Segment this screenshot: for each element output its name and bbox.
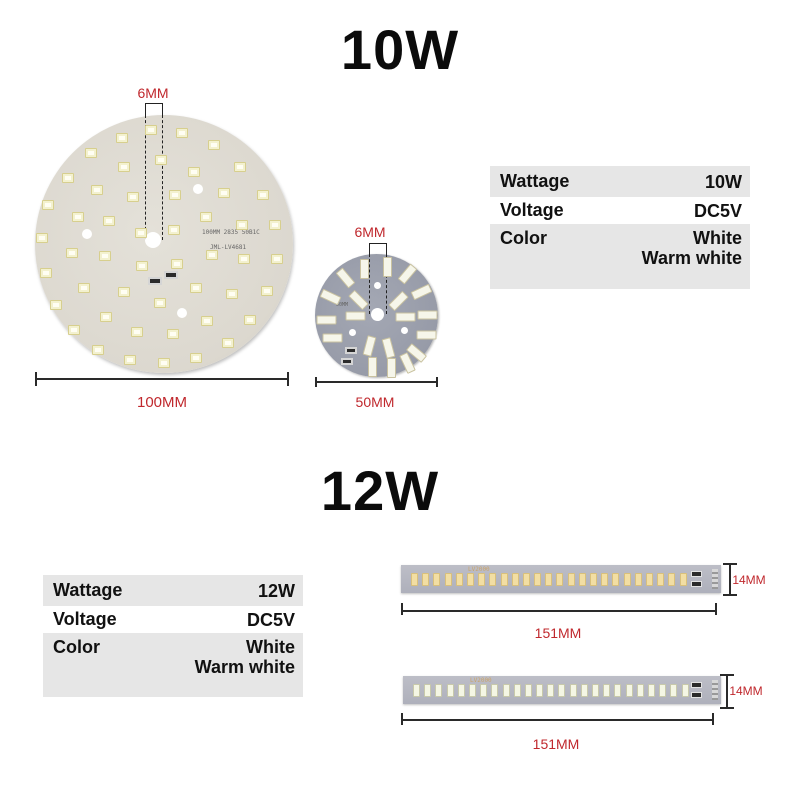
width-dimension-label: 14MM [729,684,763,698]
spec-label: Voltage [53,609,117,629]
title-10w: 10W [340,18,460,81]
dimension-tick [287,372,289,386]
diameter-dimension-label: 100MM [136,394,188,411]
spec-label: Wattage [53,580,123,600]
strip-board [403,676,721,704]
dimension-tick [729,563,731,595]
mount-hole [349,329,356,336]
spec-row-color: Color White Warm white [43,633,303,697]
spec-value: DC5V [246,609,295,630]
length-dimension-label: 151MM [532,736,580,752]
spec-label: Color [500,228,547,248]
length-dimension-label: 151MM [534,625,582,641]
dimension-tick [436,377,438,387]
title-12w: 12W [320,459,440,522]
length-dimension-line [401,719,713,721]
board-print-line: JML-LV4681 [210,244,247,251]
spec-value-line: Warm white [194,657,295,677]
width-dimension-cap [720,674,734,676]
board-print-line: 100MM 2835 50B1C [202,229,260,236]
dimension-tick [726,674,728,708]
center-hole [371,308,384,321]
dimension-tick [715,603,717,615]
hole-dimension-guides [145,115,163,240]
length-dimension-line [401,610,716,612]
width-dimension-cap [723,563,737,565]
width-dimension-label: 14MM [732,573,766,587]
spec-row-voltage: Voltage DC5V [490,197,750,224]
spec-row-color: Color White Warm white [490,224,750,289]
mount-hole [374,282,381,289]
mount-hole [82,229,92,239]
hole-dimension-bracket [369,243,387,254]
resistor [341,358,353,365]
spec-value: White Warm white [642,228,742,268]
spec-value: DC5V [693,200,742,221]
hole-dimension-label: 6MM [354,224,386,240]
spec-value: 12W [257,580,295,601]
spec-label: Color [53,637,100,657]
dimension-tick [401,603,403,615]
spec-value: 10W [704,171,742,192]
spec-value: White Warm white [195,637,295,677]
hole-dimension-bracket [145,103,163,115]
spec-row-wattage: Wattage 10W [490,166,750,197]
strip-print: LV2000 [468,566,490,573]
spec-table-10w: Wattage 10W Voltage DC5V Color White War… [490,166,750,289]
spec-row-voltage: Voltage DC5V [43,606,303,633]
dimension-tick [712,713,714,725]
diameter-dimension-line [36,378,288,380]
width-dimension-cap [720,707,734,709]
resistor [164,271,178,279]
strip-board [401,565,721,593]
spec-value-line: White [693,228,742,248]
spec-label: Wattage [500,171,570,191]
spec-value-line: Warm white [641,248,742,268]
mount-hole [177,308,187,318]
mount-hole [401,327,408,334]
width-dimension-cap [723,594,737,596]
diameter-dimension-label: 50MM [355,394,395,410]
board-print-line: 50MM [336,302,349,308]
diameter-dimension-line [316,381,437,383]
spec-value-line: White [246,637,295,657]
mount-hole [193,184,203,194]
hole-dimension-guides [369,254,387,314]
resistor [345,347,357,354]
resistor [148,277,162,285]
hole-dimension-label: 6MM [137,85,169,101]
strip-print: LV2000 [470,677,492,684]
spec-table-12w: Wattage 12W Voltage DC5V Color White War… [43,575,303,697]
spec-label: Voltage [500,200,564,220]
spec-row-wattage: Wattage 12W [43,575,303,606]
center-hole [145,232,161,248]
